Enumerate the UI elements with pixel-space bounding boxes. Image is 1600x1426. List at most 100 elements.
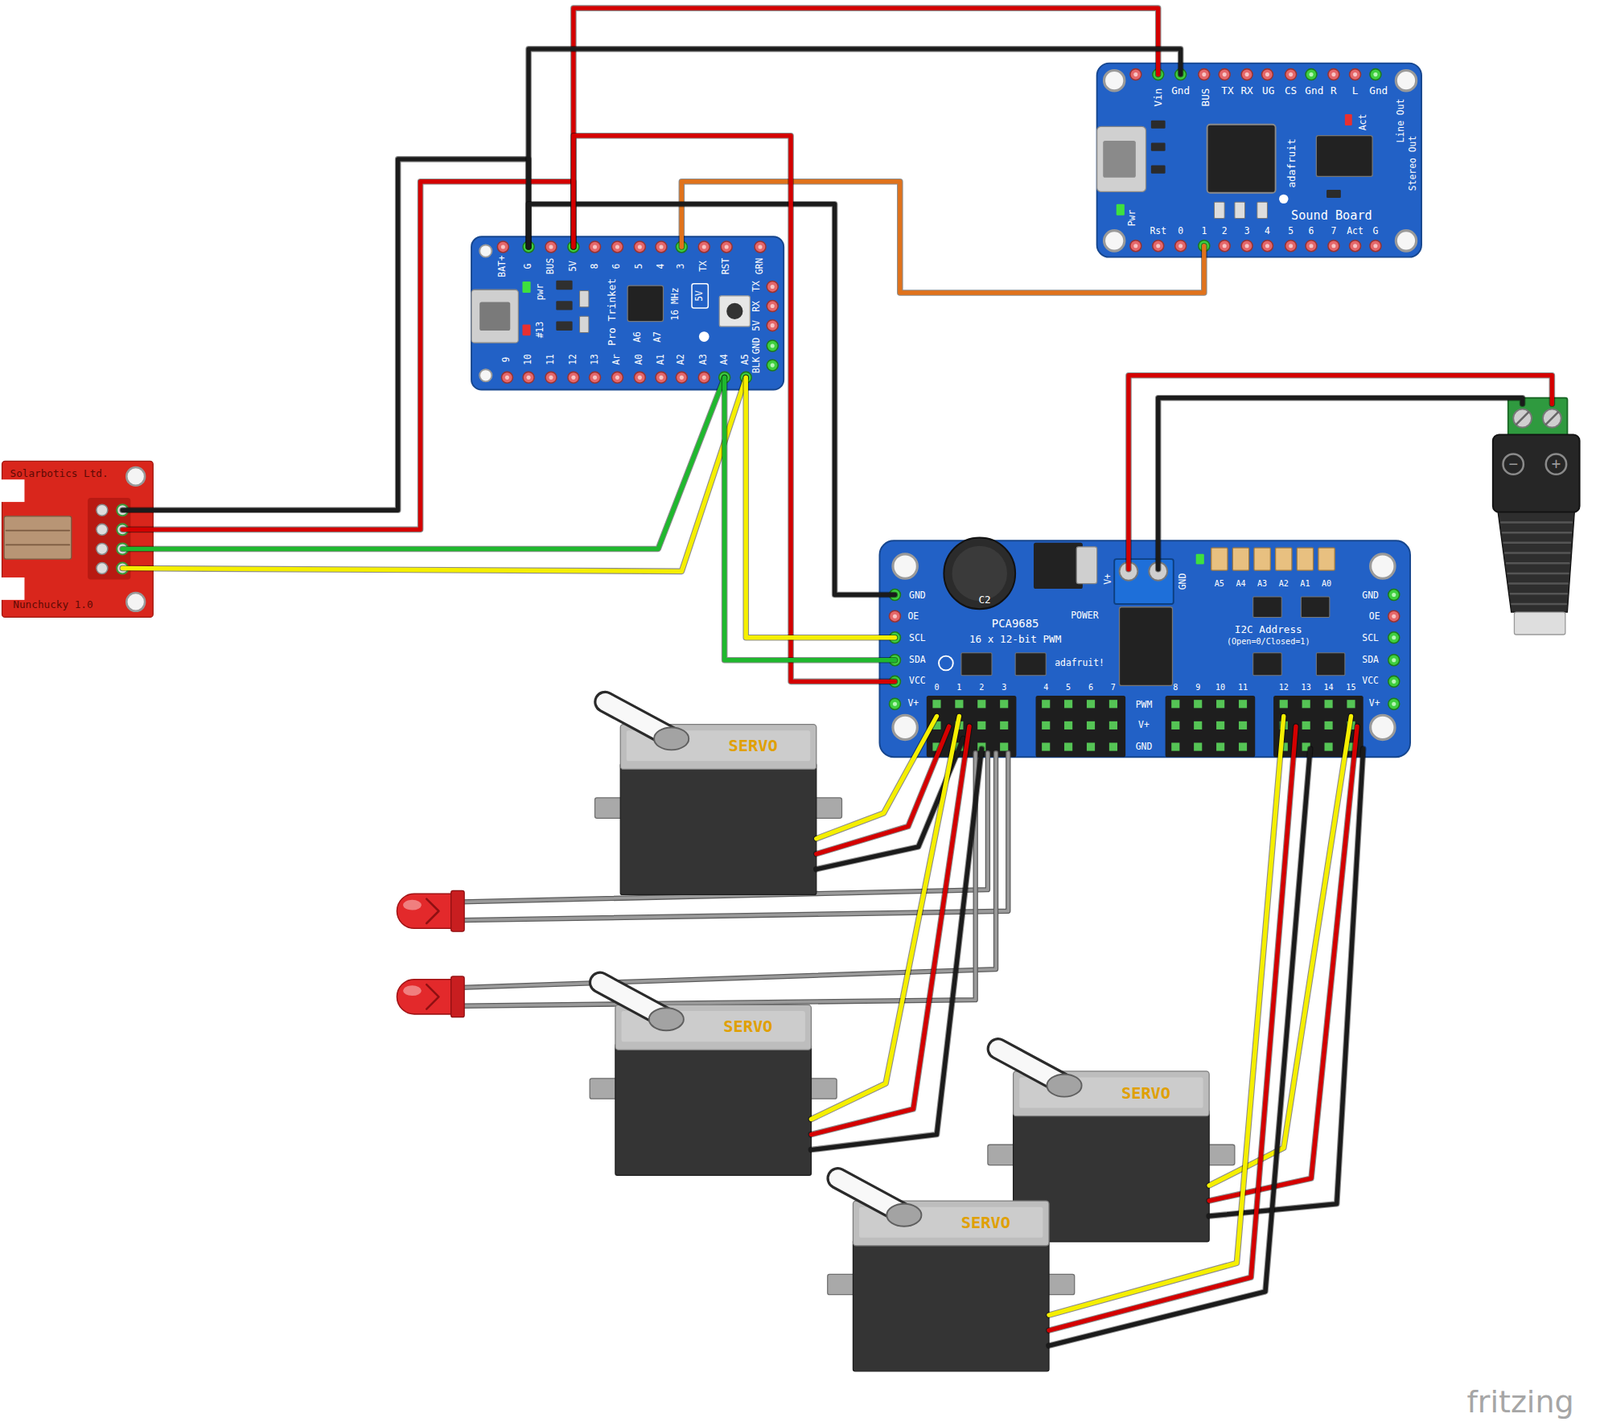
pin-label: Pro Trinket (607, 278, 618, 346)
wire-outline (1158, 398, 1523, 570)
pin-hole (571, 375, 576, 380)
pin-pad (675, 241, 687, 253)
pin-pad (1285, 69, 1297, 81)
pin-pad (888, 589, 901, 601)
pin-hole (679, 375, 684, 380)
pin-label: POWER (1070, 611, 1099, 621)
pin-label: 5V (695, 290, 704, 302)
pin-hole (1222, 243, 1227, 248)
usb-opening (1102, 140, 1136, 178)
wire (573, 8, 1159, 247)
header-pin (1279, 721, 1288, 730)
header-pin (977, 742, 986, 751)
pin-label: BUS (546, 258, 556, 276)
pin-pad (719, 371, 731, 383)
pin-hole (526, 375, 531, 380)
pin-label: A0 (635, 353, 645, 366)
jack-ridge (1509, 582, 1568, 585)
wire-core (724, 377, 896, 660)
jack-strain-relief (1497, 512, 1575, 613)
pin-pad (116, 504, 128, 516)
header-pin (932, 699, 941, 708)
pin-label: CS (1284, 86, 1297, 97)
pin-pad (1388, 632, 1400, 644)
pin-pad (116, 563, 128, 575)
pwm-chip (1119, 607, 1173, 687)
header-pin (977, 699, 986, 708)
pin-pad (655, 241, 667, 253)
pin-label: GND (1179, 573, 1189, 591)
led-leg (460, 752, 988, 902)
pin-hole (1391, 635, 1396, 640)
wire (1209, 715, 1351, 1186)
pin-pad (96, 523, 108, 535)
pin-label: pwr (536, 283, 546, 301)
smd-part (1326, 189, 1341, 198)
pin-label: 5V (568, 260, 578, 272)
header-block (1273, 695, 1364, 757)
wire (573, 135, 896, 683)
polarity-ring (1546, 453, 1567, 474)
pin-pad (888, 632, 901, 644)
pin-hole (757, 244, 762, 249)
jack-ridge (1510, 592, 1568, 596)
header-pin (1302, 721, 1311, 730)
mount-hole (1370, 554, 1395, 579)
pin-pad (888, 610, 901, 622)
header-pin (1086, 721, 1095, 730)
pin-pad (1388, 610, 1400, 622)
pin-pad (1328, 69, 1340, 81)
pin-hole (722, 375, 727, 380)
pin-pad (888, 654, 901, 667)
resistor-pack (1253, 653, 1283, 676)
pin-hole (592, 375, 597, 380)
pin-pad (1349, 69, 1362, 81)
pin-pad (589, 371, 601, 383)
pin-hole (1353, 72, 1358, 77)
pin-hole (1133, 243, 1138, 248)
pin-label: (Open=0/Closed=1) (1226, 637, 1311, 646)
led-rim (451, 890, 465, 932)
jack-body (1493, 434, 1580, 512)
header-pin (1171, 721, 1180, 730)
pin-hole (724, 244, 729, 249)
pin-block (87, 497, 131, 580)
resistor-pack (961, 653, 992, 676)
pin-hole (658, 244, 663, 249)
pin-label: 0 (933, 683, 939, 692)
pin-hole (637, 244, 642, 249)
power-led (522, 281, 531, 293)
pin-label: VCC (908, 677, 926, 687)
servo-case (620, 763, 817, 896)
regulator (1033, 542, 1083, 589)
power-led (1116, 204, 1125, 216)
pin-hole (1353, 243, 1358, 248)
pin-hole (1133, 72, 1138, 77)
wire-outline (528, 204, 895, 596)
servo-hub (886, 1204, 922, 1227)
wire-outline (745, 377, 895, 638)
header-pin (1279, 699, 1288, 708)
trinket-board: BAT+GBUS5V86543TXRSTGRNpwr#13Pro Trinket… (471, 236, 784, 390)
pin-label: 5 (1287, 226, 1294, 236)
led-body (396, 893, 455, 929)
reset-cap (726, 303, 743, 320)
pin-pad (116, 523, 128, 535)
pin-label: A3 (1257, 579, 1267, 588)
screw-slot (1546, 411, 1559, 424)
pin-hole (658, 375, 663, 380)
smd-part (579, 316, 589, 333)
polarity-mark: + (1551, 456, 1561, 473)
board-notch (0, 577, 25, 601)
wire-outline (816, 738, 964, 869)
wire-outline (122, 159, 529, 511)
wire-outline (810, 748, 982, 1151)
pin-pad (633, 241, 646, 253)
pin-label: OE (907, 612, 919, 622)
wire (816, 726, 950, 855)
pin-hole (1265, 243, 1270, 248)
pin-pad (740, 371, 752, 383)
pin-hole (770, 304, 775, 309)
pin-label: 14 (1323, 683, 1333, 692)
pin-label: 2 (978, 683, 984, 692)
